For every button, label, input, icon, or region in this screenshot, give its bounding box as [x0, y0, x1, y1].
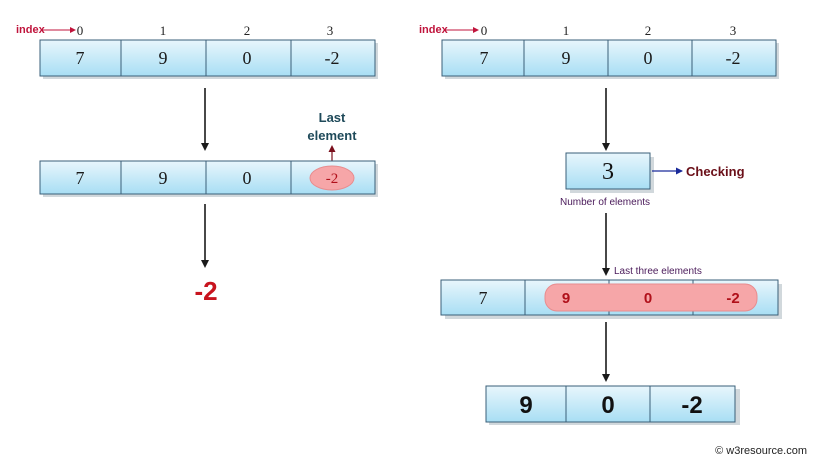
cell-value: 7 [76, 168, 85, 188]
array-cell [120, 160, 207, 195]
array-cell [523, 39, 609, 77]
copyright: © w3resource.com [715, 445, 807, 457]
last-label-line1: Last [319, 110, 346, 125]
left-result: -2 [194, 276, 217, 306]
cell-value-highlight: -2 [726, 290, 739, 307]
cell-value-highlight: 9 [562, 290, 570, 307]
cell-value: 9 [159, 168, 168, 188]
checking-label: Checking [686, 164, 745, 179]
array-cell [39, 160, 122, 195]
cell-value: -2 [726, 48, 741, 68]
count-caption: Number of elements [560, 197, 650, 208]
array-cell [565, 385, 651, 423]
output-value: -2 [681, 392, 702, 419]
output-array: 9 0 -2 [485, 385, 740, 425]
count-box [565, 152, 651, 190]
output-value: 9 [519, 392, 532, 419]
array-cell [607, 39, 693, 77]
cell-value-highlight: 0 [644, 290, 652, 307]
output-value: 0 [601, 392, 614, 419]
last-element-highlight [309, 165, 355, 191]
array-cell [440, 279, 526, 316]
cell-value: 0 [243, 168, 252, 188]
last-label-line2: element [307, 128, 357, 143]
array-cell [485, 385, 567, 423]
index-2-right: 2 [645, 23, 652, 38]
index-label-left: index [16, 24, 46, 36]
index-0-left: 0 [77, 23, 84, 38]
index-2-left: 2 [244, 23, 251, 38]
cell-value: 7 [76, 48, 85, 68]
cell-value: 7 [479, 288, 488, 308]
last-three-highlight [544, 283, 758, 312]
cell-value: 9 [562, 48, 571, 68]
index-3-right: 3 [730, 23, 737, 38]
cell-value-highlight: -2 [326, 171, 339, 187]
array-cell [290, 39, 376, 77]
index-0-right: 0 [481, 23, 488, 38]
cell-value: -2 [325, 48, 340, 68]
array-cell [205, 39, 292, 77]
right-top-array: 7 9 0 -2 [441, 39, 779, 79]
cell-value: 9 [159, 48, 168, 68]
array-cell [441, 39, 525, 77]
left-middle-array: 7 9 0 -2 [39, 160, 378, 197]
last-three-caption: Last three elements [614, 266, 702, 277]
cell-value: 0 [644, 48, 653, 68]
index-1-right: 1 [563, 23, 570, 38]
array-cell [691, 39, 777, 77]
right-middle-array: 7 9 0 -2 [440, 279, 782, 319]
array-cell [205, 160, 292, 195]
index-3-left: 3 [327, 23, 334, 38]
count-value: 3 [602, 159, 614, 185]
array-cell [120, 39, 207, 77]
left-top-array: 7 9 0 -2 [39, 39, 378, 79]
array-cell [39, 39, 122, 77]
cell-value: 7 [480, 48, 489, 68]
index-1-left: 1 [160, 23, 167, 38]
cell-value: 0 [243, 48, 252, 68]
array-cell [649, 385, 736, 423]
index-label-right: index [419, 24, 449, 36]
